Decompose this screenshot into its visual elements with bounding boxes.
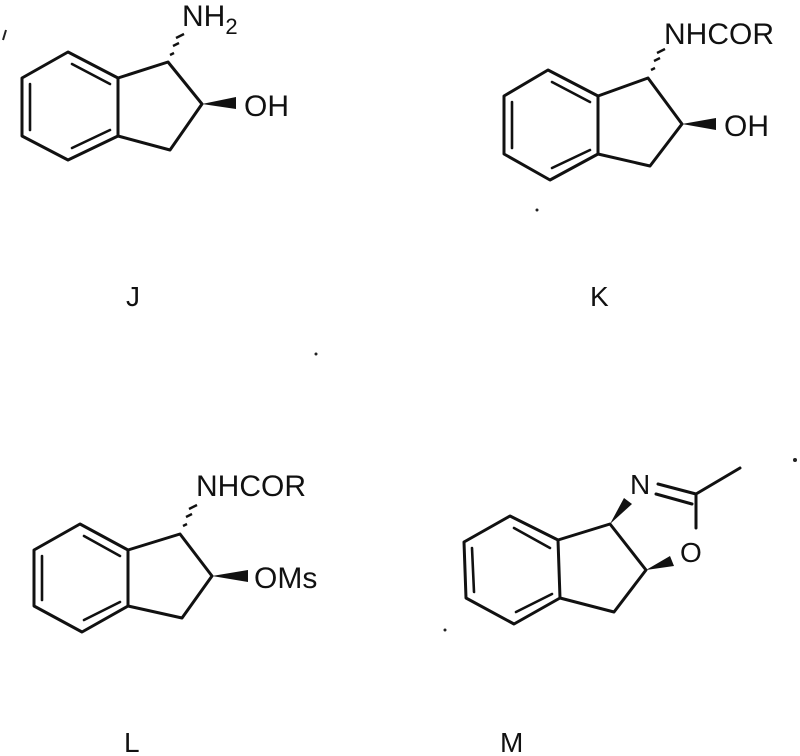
speck	[535, 208, 539, 212]
double-bond	[550, 80, 592, 104]
wedge-bond	[212, 570, 248, 582]
mesylate-label: OMs	[254, 562, 317, 595]
amide-label: NHCOR	[664, 18, 774, 51]
speck	[314, 352, 318, 356]
compound-label-m: M	[500, 727, 523, 756]
cyclopentane-ring	[116, 60, 204, 152]
wedge-bond	[646, 556, 674, 570]
wedge-bond	[610, 498, 632, 524]
double-bond	[82, 534, 122, 558]
hashed-bond	[182, 503, 198, 528]
speck	[2, 29, 7, 41]
double-bond	[514, 592, 554, 614]
benzene-ring	[32, 522, 130, 634]
methyl-bond	[694, 466, 742, 496]
compound-l: NHCOR OMs L	[32, 470, 317, 756]
speck	[443, 628, 447, 632]
speck	[793, 458, 797, 462]
hydroxyl-label: OH	[244, 90, 289, 123]
benzene-ring	[462, 514, 562, 626]
oxygen-label: O	[680, 537, 702, 568]
double-bond	[70, 62, 112, 86]
double-bond	[550, 148, 592, 170]
compound-j: NH2 OH J	[20, 0, 289, 312]
amine-label: NH2	[182, 0, 238, 39]
double-bond	[512, 526, 552, 550]
cyclopentane-ring	[556, 522, 648, 614]
compound-label-j: J	[126, 281, 140, 312]
double-bond	[654, 492, 694, 506]
wedge-bond	[682, 118, 716, 130]
benzene-ring	[502, 68, 600, 182]
hashed-bond	[169, 32, 185, 57]
cyclopentane-ring	[126, 532, 214, 620]
benzene-ring	[20, 50, 120, 162]
double-bond	[70, 128, 112, 150]
double-bond	[82, 600, 122, 622]
double-bond	[470, 546, 476, 594]
compound-label-k: K	[590, 281, 609, 312]
compound-k: NHCOR OH K	[502, 18, 774, 312]
nitrogen-label: N	[630, 469, 650, 500]
wedge-bond	[202, 97, 236, 109]
scan-artifacts	[2, 29, 797, 632]
hydroxyl-label: OH	[724, 110, 769, 143]
hashed-bond	[650, 47, 666, 72]
cyclopentane-ring	[596, 76, 684, 168]
compound-label-l: L	[124, 727, 140, 756]
double-bond	[656, 482, 698, 496]
amide-label: NHCOR	[196, 470, 306, 503]
compound-m: N O M	[462, 466, 742, 756]
